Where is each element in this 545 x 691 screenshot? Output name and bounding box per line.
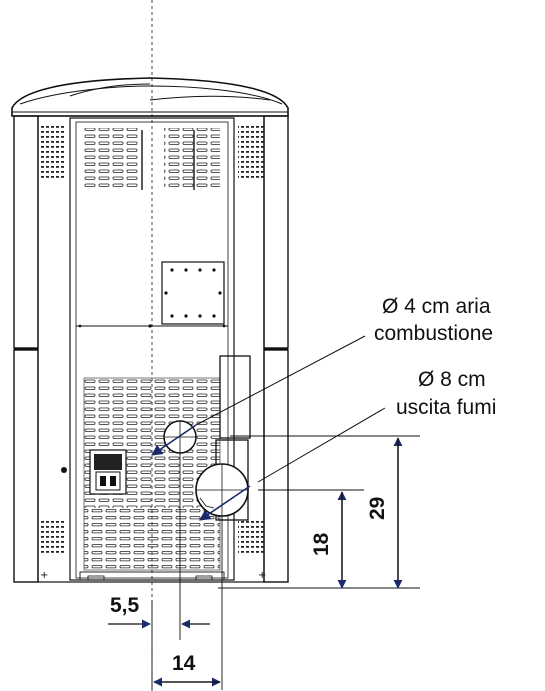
air-intake-label-line2: combustione [374,322,493,345]
svg-text:18: 18 [310,532,333,556]
upper-louvers [84,128,220,190]
stove-left-column [13,115,39,583]
flue-label-line1: Ø 8 cm [418,368,486,391]
svg-text:29: 29 [366,497,389,520]
svg-text:14: 14 [172,652,196,675]
flue-outlet-pipe [195,463,249,517]
grille-top-right [238,126,264,181]
stove-rear-frame [37,115,265,583]
dimension-height-large: 29 [366,437,403,589]
flue-bracket-upper [219,355,251,439]
grille-top-left [40,126,66,181]
dimension-offset-large: 14 [153,652,221,687]
dimension-offset-small: 5,5 [108,594,210,629]
flue-label-line2: uscita fumi [396,396,496,419]
inspection-plate [161,261,225,325]
air-intake-pipe [163,420,197,454]
svg-text:+: + [40,570,48,581]
svg-text:+: + [258,570,266,581]
stove-right-column [263,115,289,583]
stove-top-cap [11,77,289,117]
dimension-height-small: 18 [310,491,347,589]
svg-text:5,5: 5,5 [110,594,140,617]
grille-bottom-left [40,518,66,556]
power-socket [61,449,127,495]
air-intake-label-line1: Ø 4 cm aria [382,295,491,318]
grille-bottom-right [238,518,264,556]
